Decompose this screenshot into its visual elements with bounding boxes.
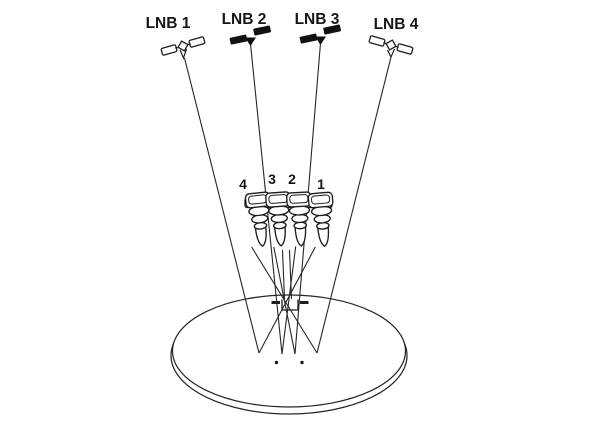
dish [170, 294, 408, 415]
satellite-antenna-icon [179, 48, 188, 60]
signal-ray-lnb2-reflected [281, 246, 297, 355]
feedhorn-label-3: 3 [268, 171, 276, 187]
feedhorn-1 [307, 191, 338, 249]
signal-ray-lnb1-reflected [258, 246, 316, 354]
dish-mount-hole-left [274, 360, 279, 365]
feedhorn-cluster: 4 3 2 1 [239, 171, 338, 249]
feedhorn-label-4: 4 [239, 176, 247, 192]
satellite-label-lnb4: LNB 4 [374, 16, 419, 33]
feedhorn-label-1: 1 [317, 176, 325, 192]
satellite-lnb4: LNB 4 [367, 16, 419, 59]
satellite-lnb2: LNB 2 [222, 11, 272, 46]
satellite-antenna-icon [386, 48, 396, 59]
satellite-label-lnb3: LNB 3 [295, 11, 340, 28]
satellite-filled-icon [229, 25, 272, 46]
signal-rays [183, 42, 392, 355]
satellite-label-lnb1: LNB 1 [146, 15, 191, 32]
feedhorn-label-2: 2 [288, 171, 296, 187]
dish-mount-hole-right [300, 360, 304, 365]
satellite-outline-icon [159, 34, 207, 58]
satellite-label-lnb2: LNB 2 [222, 11, 267, 28]
feed-support-arm [281, 249, 293, 300]
signal-ray-lnb4-reflected [251, 246, 318, 354]
satellite-outline-icon [367, 33, 415, 57]
satellite-lnb1: LNB 1 [146, 15, 207, 60]
signal-ray-lnb1-incoming [183, 57, 260, 354]
dish-face-ellipse [171, 294, 407, 408]
signal-ray-lnb4-incoming [316, 56, 392, 354]
satellite-lnb3: LNB 3 [295, 11, 342, 45]
